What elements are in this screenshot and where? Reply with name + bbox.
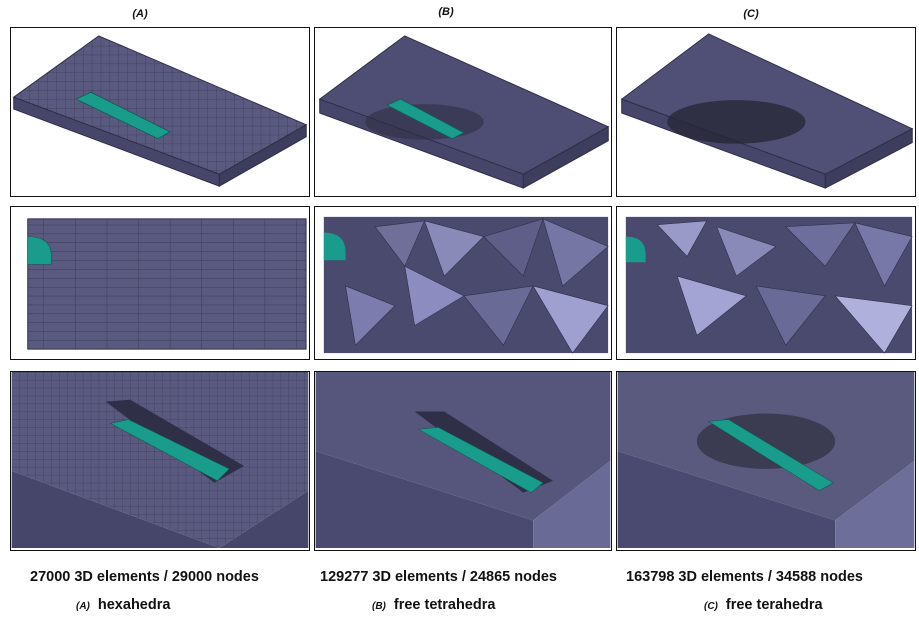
- type-label-c: free terahedra: [725, 597, 823, 613]
- tetrahedral-fine-section-image: [625, 216, 913, 354]
- tetrahedral-plate-image: [318, 35, 610, 189]
- column-label-c: (C): [743, 8, 759, 20]
- type-caption-a: (A) hexahedra: [76, 597, 170, 613]
- mesh-panel-a-weld: [10, 371, 310, 551]
- stats-caption-b: 129277 3D elements / 24865 nodes: [320, 569, 557, 585]
- hexahedral-weld-image: [11, 372, 309, 549]
- column-label-b: (B): [438, 6, 454, 18]
- tetrahedral-fine-plate-image: [620, 33, 914, 189]
- column-label-a: (A): [132, 8, 148, 20]
- mesh-panel-b-weld: [314, 371, 612, 551]
- stats-caption-a: 27000 3D elements / 29000 nodes: [30, 569, 259, 585]
- type-tag-a: (A): [76, 601, 90, 612]
- type-tag-b: (B): [372, 601, 386, 612]
- mesh-panel-c-section: [616, 206, 916, 360]
- mesh-panel-a-section: [10, 206, 310, 360]
- mesh-panel-c-overview: [616, 27, 916, 197]
- type-label-b: free tetrahedra: [393, 597, 496, 613]
- mesh-panel-a-overview: [10, 27, 310, 197]
- type-caption-b: (B) free tetrahedra: [372, 597, 495, 613]
- type-caption-c: (C) free terahedra: [704, 597, 823, 613]
- hexahedral-plate-image: [12, 35, 308, 187]
- tetrahedral-fine-weld-image: [617, 372, 915, 549]
- mesh-panel-b-section: [314, 206, 612, 360]
- tetrahedral-section-image: [323, 216, 609, 354]
- hexahedral-section-image: [27, 218, 307, 350]
- type-label-a: hexahedra: [97, 597, 171, 613]
- type-tag-c: (C): [704, 601, 718, 612]
- mesh-panel-c-weld: [616, 371, 916, 551]
- tetrahedral-weld-image: [315, 372, 611, 549]
- mesh-panel-b-overview: [314, 27, 612, 197]
- stats-caption-c: 163798 3D elements / 34588 nodes: [626, 569, 863, 585]
